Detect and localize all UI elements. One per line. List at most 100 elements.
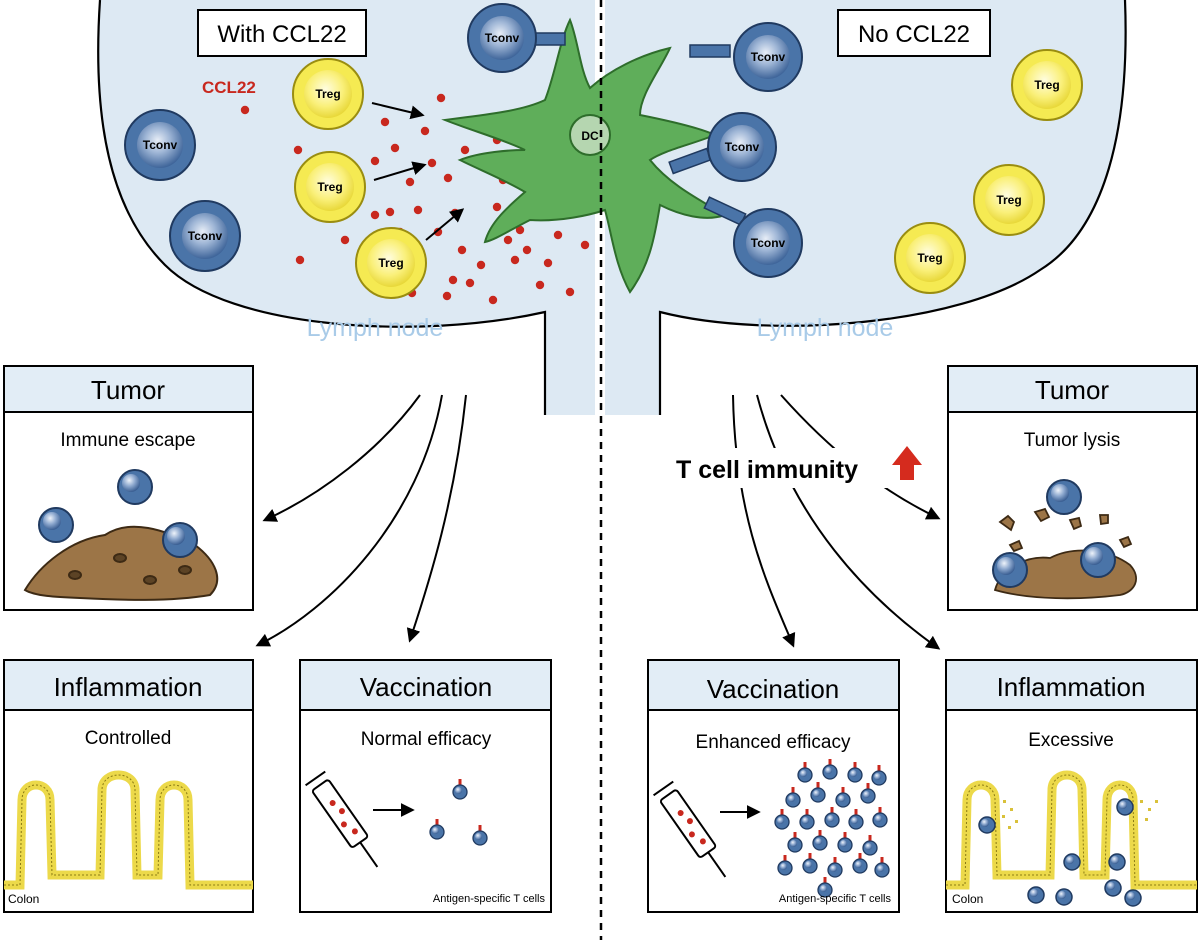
svg-text:Treg: Treg — [315, 87, 340, 101]
antigen-specific-t-cell — [802, 853, 818, 874]
antigen-specific-t-cell — [812, 830, 828, 851]
antigen-specific-t-cell — [822, 759, 838, 780]
syringe-icon — [653, 780, 727, 878]
treg-migration-arrows — [371, 102, 465, 241]
ccl22-dot — [543, 258, 553, 268]
antigen-specific-t-cell — [837, 832, 853, 853]
ccl22-dot — [510, 255, 520, 265]
box-title: Vaccination — [707, 674, 840, 704]
box-title: Tumor — [1035, 375, 1109, 405]
ccl22-dot — [457, 245, 467, 255]
box-subtitle: Enhanced efficacy — [696, 732, 851, 753]
antigen-specific-t-cell — [874, 857, 890, 878]
ccl22-dot — [293, 145, 303, 155]
svg-text:Tconv: Tconv — [751, 236, 786, 250]
ccl22-dot — [442, 291, 452, 301]
tconv-cell: Tconv — [733, 22, 803, 92]
antigen-specific-t-cell — [860, 783, 876, 804]
t-cell — [162, 522, 198, 558]
ccl22-dot — [380, 117, 390, 127]
ccl22-dot — [436, 93, 446, 103]
treg-cell: Treg — [355, 227, 427, 299]
ccl22-dot — [565, 287, 575, 297]
vaccination-caption: Antigen-specific T cells — [433, 893, 546, 905]
ccl22-dot — [465, 278, 475, 288]
colon-caption: Colon — [8, 892, 39, 906]
ccl22-dot — [553, 230, 563, 240]
svg-text:Treg: Treg — [1034, 78, 1059, 92]
t-cell — [1046, 479, 1082, 515]
box-subtitle: Tumor lysis — [1024, 430, 1120, 451]
box-title: Tumor — [91, 375, 165, 405]
svg-text:Treg: Treg — [917, 251, 942, 265]
right-inflammation-box: Inflammation Excessive Colon — [945, 659, 1198, 913]
tconv-cells: Tconv Tconv Tconv Tconv Tconv Tconv — [124, 3, 803, 278]
antigen-specific-t-cell — [777, 855, 793, 876]
t-cell — [1055, 888, 1073, 906]
antigen-specific-t-cell — [817, 877, 833, 898]
antigen-specific-t-cell — [847, 762, 863, 783]
right-lymph-node — [605, 0, 1126, 415]
antigen-specific-t-cell — [862, 835, 878, 856]
t-cell — [1027, 886, 1045, 904]
ccl22-dot — [522, 245, 532, 255]
t-cell — [38, 507, 74, 543]
antigen-specific-t-cell — [848, 809, 864, 830]
t-cell-immunity-backdrop — [668, 448, 923, 488]
box-subtitle: Controlled — [85, 728, 172, 749]
syringe-icon — [305, 770, 379, 868]
tconv-cell: Tconv — [169, 200, 241, 272]
ccl22-dot — [476, 260, 486, 270]
t-cell — [1116, 798, 1134, 816]
treg-cell: Treg — [894, 222, 966, 294]
ccl22-dot — [385, 207, 395, 217]
ccl22-dot — [503, 235, 513, 245]
t-cell — [1063, 853, 1081, 871]
colon-caption: Colon — [952, 892, 983, 906]
t-cell — [117, 469, 153, 505]
with-ccl22-heading: With CCL22 — [217, 21, 346, 48]
svg-text:Tconv: Tconv — [143, 138, 178, 152]
ccl22-dot — [413, 205, 423, 215]
ccl22-dot — [340, 235, 350, 245]
antigen-specific-t-cell — [797, 762, 813, 783]
ccl22-dot — [370, 210, 380, 220]
antigen-specific-t-cell — [835, 787, 851, 808]
left-lymph-node-outline — [97, 0, 547, 415]
svg-text:Treg: Treg — [378, 256, 403, 270]
ccl22-dot — [492, 202, 502, 212]
left-tumor-box: Tumor Immune escape — [3, 365, 254, 611]
box-title: Inflammation — [997, 672, 1146, 702]
no-ccl22-box — [837, 9, 991, 57]
t-cell — [1080, 542, 1116, 578]
ccl22-dot — [420, 126, 430, 136]
tconv-cell: Tconv — [707, 112, 777, 182]
left-inflammation-box: Inflammation Controlled Colon — [3, 659, 254, 913]
antigen-specific-t-cell — [872, 807, 888, 828]
antigen-specific-t-cell — [810, 782, 826, 803]
vaccination-caption: Antigen-specific T cells — [779, 893, 892, 905]
ccl22-dot — [427, 158, 437, 168]
tconv-cell: Tconv — [467, 3, 537, 73]
ccl22-dot — [433, 227, 443, 237]
treg-cells: Treg Treg Treg Treg Treg Treg — [292, 49, 1083, 299]
inflammation-debris — [1002, 800, 1158, 829]
outflow-arrows — [255, 394, 941, 650]
ccl22-label: CCL22 — [202, 78, 256, 97]
antigen-specific-t-cell — [824, 807, 840, 828]
left-vaccination-box: Vaccination Normal efficacy Antigen-spec… — [299, 659, 552, 913]
tconv-cell: Tconv — [733, 208, 803, 278]
box-subtitle: Normal efficacy — [361, 729, 492, 750]
t-cell-immunity-label: T cell immunity — [676, 456, 858, 484]
svg-text:Treg: Treg — [996, 193, 1021, 207]
antigen-specific-t-cell — [774, 809, 790, 830]
t-cell — [992, 552, 1028, 588]
svg-text:Tconv: Tconv — [725, 140, 760, 154]
right-vaccination-box: Vaccination Enhanced efficacy Antigen-sp… — [647, 659, 900, 913]
treg-cell: Treg — [1011, 49, 1083, 121]
dendritic-cell — [441, 17, 728, 294]
svg-text:Tconv: Tconv — [188, 229, 223, 243]
ccl22-dot — [390, 143, 400, 153]
up-arrow-icon — [892, 446, 922, 480]
